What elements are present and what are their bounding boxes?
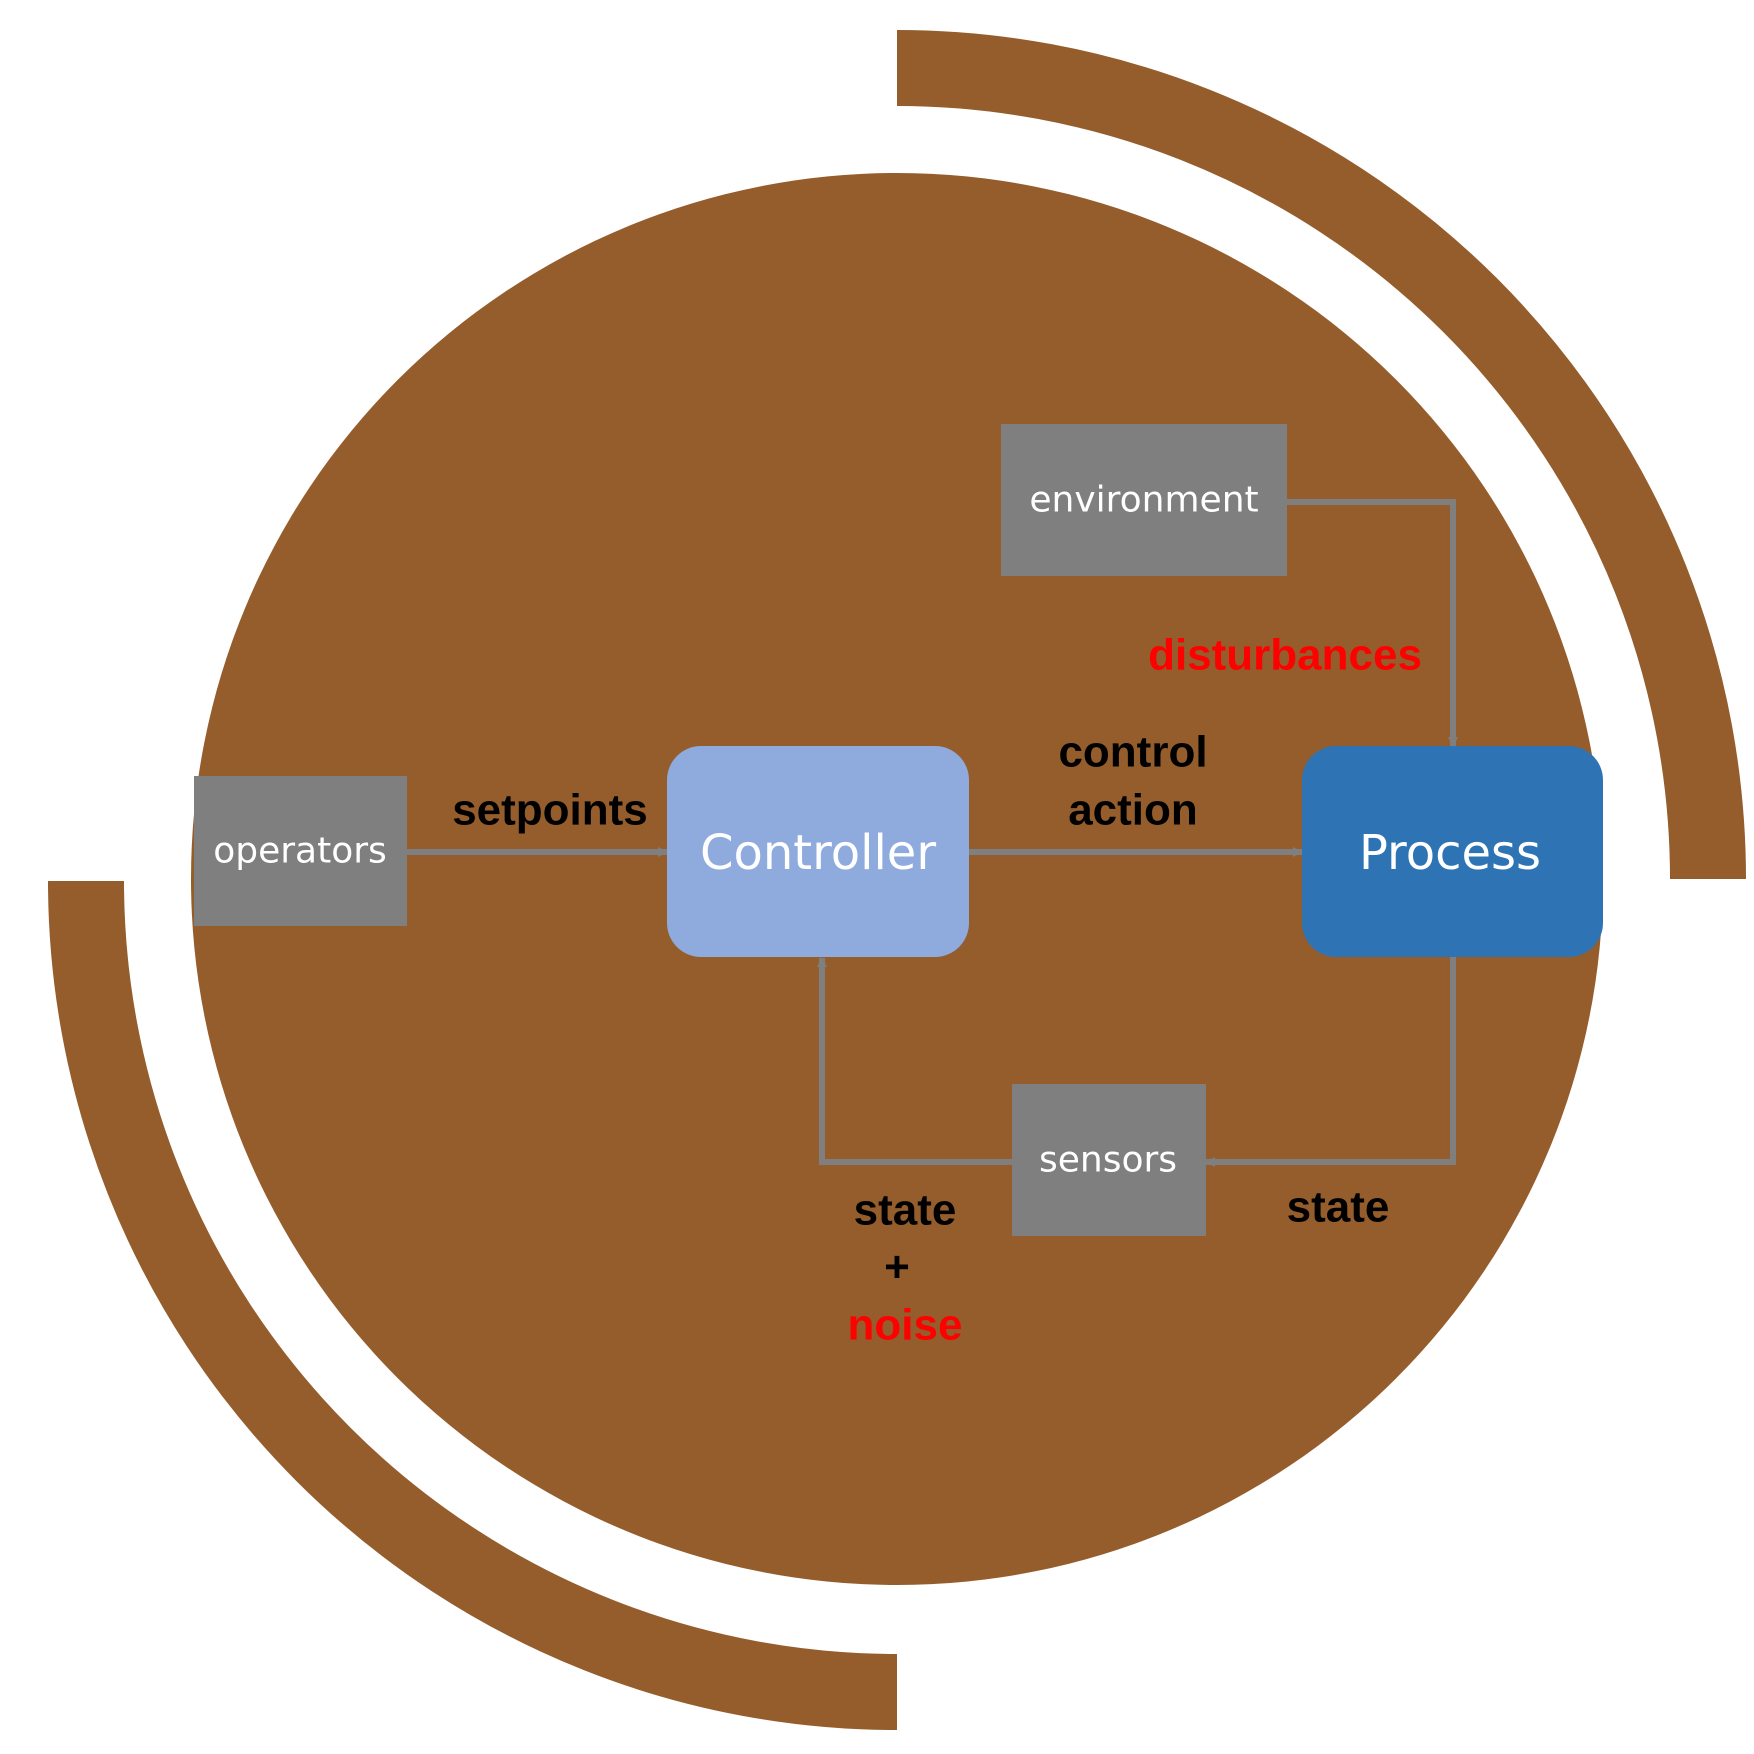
environment-label: environment xyxy=(1029,480,1258,521)
environment-box xyxy=(1001,424,1287,576)
operators-box xyxy=(194,776,407,926)
setpoints-label: setpoints xyxy=(452,786,648,835)
sensors-label: sensors xyxy=(1039,1140,1177,1181)
arrow-disturbances xyxy=(1287,499,1458,747)
controller-label: Controller xyxy=(700,825,936,881)
outer-arc-bottom-left xyxy=(48,880,898,1730)
arrows-group xyxy=(407,499,1458,1167)
control-action-label-line1: control xyxy=(1058,728,1207,777)
process-label: Process xyxy=(1359,825,1541,881)
state-right-label: state xyxy=(1287,1183,1390,1232)
control-action-label-line2: action xyxy=(1068,786,1198,835)
outer-arc-top-right xyxy=(896,30,1746,880)
sensors-box xyxy=(1012,1084,1206,1236)
controller-box xyxy=(667,746,969,957)
state-left-label: state xyxy=(854,1186,957,1235)
operators-label: operators xyxy=(213,831,387,872)
process-box xyxy=(1302,746,1603,957)
arrow-state-to-sensors xyxy=(1205,957,1456,1167)
plus-label: + xyxy=(884,1243,910,1292)
disturbances-label: disturbances xyxy=(1148,631,1422,680)
arrow-state-noise-to-controller xyxy=(817,957,1012,1165)
noise-label: noise xyxy=(848,1301,963,1350)
